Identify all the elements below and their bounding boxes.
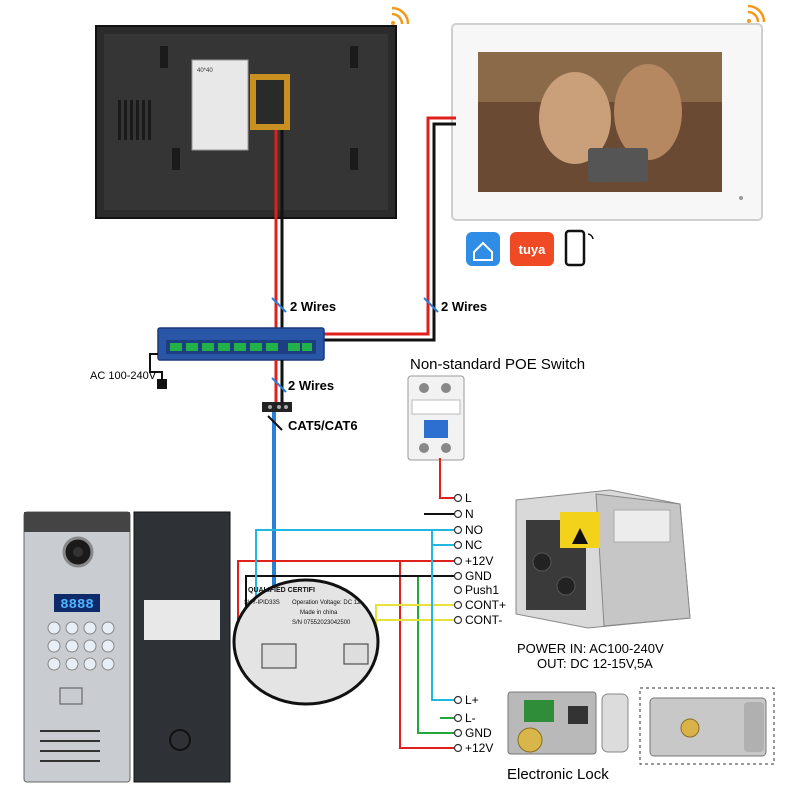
- door-station: [23, 511, 131, 783]
- terminal-NO: NO: [465, 523, 483, 537]
- lock-terminal-12v: +12V: [465, 741, 494, 755]
- lock-board: [507, 691, 597, 755]
- plate-line5: S/N 07552023042500: [292, 620, 351, 626]
- power-supply: [515, 489, 691, 629]
- panel-display: 8888: [60, 597, 94, 613]
- wifi-icon: [391, 6, 410, 25]
- label-magnifier: [232, 578, 380, 706]
- circuit-breaker: [407, 375, 465, 461]
- wires-monitor-front: [324, 116, 456, 342]
- terminal-gnd: GND: [465, 569, 492, 583]
- breaker-wires: [439, 458, 454, 499]
- electronic-lock-label: Electronic Lock: [507, 766, 609, 783]
- tuya-text: tuya: [519, 242, 547, 257]
- wires-monitor-back: [271, 130, 287, 334]
- monitor-back-sticker: 40*40: [197, 68, 213, 74]
- plate-line3: Operation Voltage: DC 12: [292, 600, 361, 606]
- terminal-L: L: [465, 491, 472, 505]
- cable-label: CAT5/CAT6: [288, 418, 358, 433]
- wires-switch-out: [271, 360, 287, 404]
- monitor-back: [95, 25, 397, 219]
- lock-bolt: [601, 693, 629, 753]
- lock-terminal-l-minus: L-: [465, 711, 476, 725]
- home-app-icon: [466, 232, 500, 266]
- plate-line2: SKY-IPID33S: [244, 600, 280, 606]
- terminal-cont-plus: CONT+: [465, 598, 507, 612]
- lock-body: [639, 687, 775, 765]
- plate-line1: QUALIFIED CERTIFI: [248, 587, 315, 594]
- power-out-label: OUT: DC 12-15V,5A: [537, 656, 653, 671]
- ac-input-label: AC 100-240V: [90, 370, 157, 382]
- lock-terminal-l-plus: L+: [465, 693, 479, 707]
- terminal-N: N: [465, 507, 474, 521]
- door-station-back: [133, 511, 231, 783]
- terminal-cont-minus: CONT-: [465, 613, 503, 627]
- power-in-label: POWER IN: AC100-240V: [517, 641, 664, 656]
- monitor-front: [451, 23, 763, 221]
- terminal-NC: NC: [465, 538, 483, 552]
- smartphone-icon: [564, 229, 594, 267]
- lock-terminal-gnd: GND: [465, 726, 492, 740]
- power-terminal-block: [453, 493, 463, 625]
- plate-line4: Made in china: [300, 610, 338, 616]
- tuya-icon: tuya: [510, 232, 554, 266]
- lock-terminal-block: [453, 695, 463, 753]
- wires-label-monitor-back: 2 Wires: [290, 299, 337, 314]
- wires-label-monitor-front: 2 Wires: [441, 299, 488, 314]
- poe-switch: [157, 327, 325, 361]
- power-cord: [149, 353, 167, 389]
- wires-label-switch-out: 2 Wires: [288, 378, 335, 393]
- terminal-connector: [262, 402, 292, 412]
- terminal-push1: Push1: [465, 583, 500, 597]
- wifi-icon: [747, 4, 766, 23]
- terminal-12v: +12V: [465, 554, 494, 568]
- poe-switch-label: Non-standard POE Switch: [410, 356, 586, 373]
